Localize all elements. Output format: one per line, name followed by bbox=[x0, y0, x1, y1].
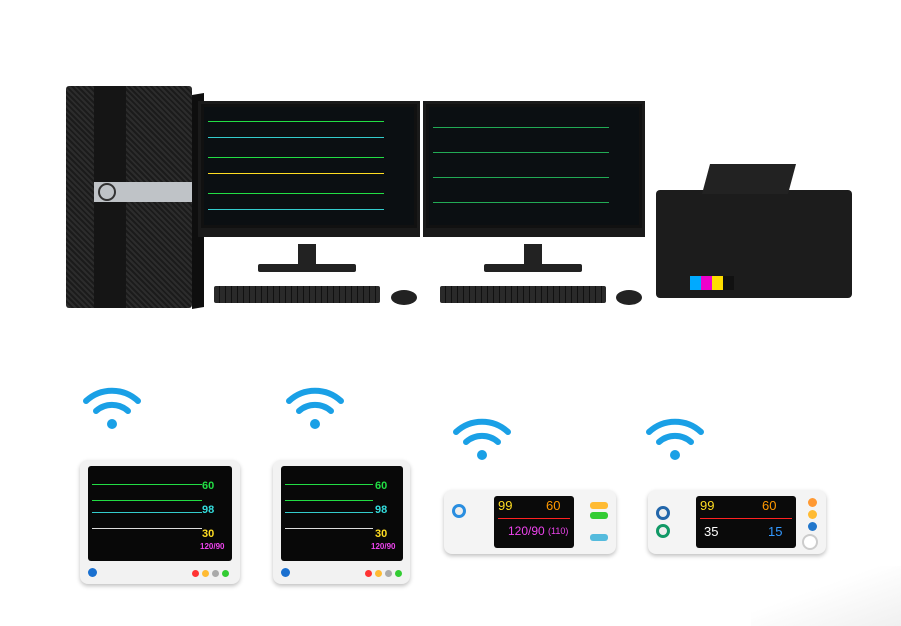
map-value: (110) bbox=[548, 526, 569, 536]
floor-shadow bbox=[751, 566, 901, 626]
spo2-value: 99 bbox=[498, 498, 513, 513]
rotary-knob[interactable] bbox=[802, 534, 818, 550]
wifi-icon bbox=[452, 416, 512, 462]
spo2-value: 99 bbox=[700, 498, 715, 513]
portable-monitor: 99 60 35 15 bbox=[648, 490, 826, 554]
central-station-screen bbox=[204, 107, 414, 225]
extra-value: 15 bbox=[768, 524, 783, 539]
resp-value: 30 bbox=[375, 528, 388, 540]
bedside-monitor: 60 98 30 120/90 bbox=[273, 460, 410, 584]
bedside-monitor: 60 98 30 120/90 bbox=[80, 460, 240, 584]
spo2-value: 98 bbox=[375, 504, 388, 516]
wifi-icon bbox=[645, 416, 705, 462]
portable-monitor: 99 60 120/90 (110) bbox=[444, 490, 616, 554]
desktop-tower bbox=[66, 86, 204, 310]
power-button[interactable] bbox=[281, 568, 290, 577]
nibp-value: 120/90 bbox=[508, 524, 545, 538]
hr-value: 60 bbox=[202, 480, 215, 492]
power-button[interactable] bbox=[88, 568, 97, 577]
central-monitor-right bbox=[423, 101, 645, 237]
nibp-value: 120/90 bbox=[371, 542, 396, 551]
central-monitor-left bbox=[198, 101, 420, 237]
keyboard bbox=[214, 286, 380, 303]
wifi-icon bbox=[285, 385, 345, 431]
mouse bbox=[391, 290, 417, 305]
mouse bbox=[616, 290, 642, 305]
resp-value: 30 bbox=[202, 528, 215, 540]
keyboard bbox=[440, 286, 606, 303]
hr-value: 60 bbox=[762, 498, 777, 513]
hr-value: 60 bbox=[375, 480, 388, 492]
nibp-value: 120/90 bbox=[200, 542, 225, 551]
central-station-screen bbox=[429, 107, 639, 225]
hr-value: 60 bbox=[546, 498, 561, 513]
printer bbox=[656, 164, 852, 298]
resp-value: 35 bbox=[704, 524, 719, 539]
wifi-icon bbox=[82, 385, 142, 431]
dell-logo bbox=[94, 182, 192, 202]
spo2-value: 98 bbox=[202, 504, 215, 516]
